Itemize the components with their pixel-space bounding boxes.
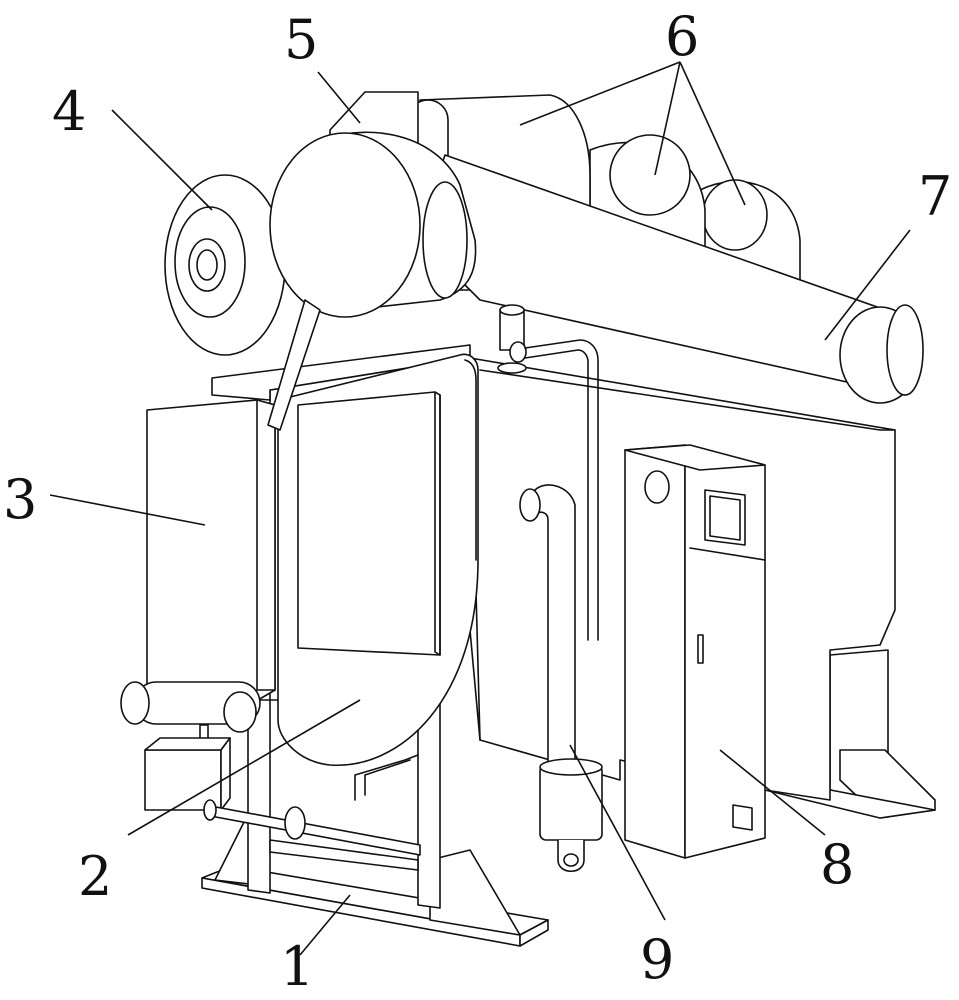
bottom-rods xyxy=(203,754,421,856)
callout-4: 4 xyxy=(52,80,86,143)
motor xyxy=(164,174,286,356)
leader-lines xyxy=(49,61,911,956)
callout-6: 6 xyxy=(665,5,699,68)
callout-3: 3 xyxy=(3,468,37,531)
upper-valve xyxy=(497,304,599,641)
callout-1: 1 xyxy=(280,935,314,998)
callout-7: 7 xyxy=(918,165,952,228)
callout-9: 9 xyxy=(640,928,674,991)
drum xyxy=(267,131,477,431)
callout-labels: 1 2 3 4 5 6 7 8 9 xyxy=(3,5,952,998)
control-cabinet xyxy=(624,444,766,859)
header-pipe xyxy=(439,154,924,404)
right-support xyxy=(764,649,936,819)
callout-8: 8 xyxy=(820,833,854,896)
left-box xyxy=(146,399,276,701)
base-frame xyxy=(201,689,549,947)
callout-5: 5 xyxy=(284,8,318,71)
lower-pipe xyxy=(120,681,261,811)
front-panel xyxy=(277,353,479,766)
callout-2: 2 xyxy=(78,845,112,908)
